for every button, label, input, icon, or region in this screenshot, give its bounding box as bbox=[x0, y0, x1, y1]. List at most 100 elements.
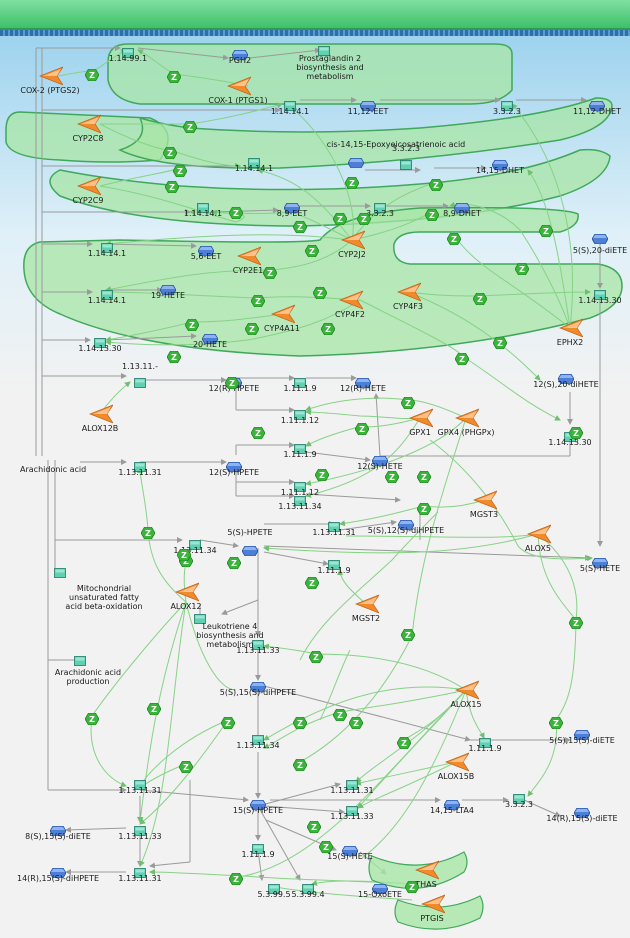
metabolite-label: 8,9-DHET bbox=[443, 209, 481, 218]
reaction-box[interactable] bbox=[294, 477, 306, 492]
arachidonic-acid-label[interactable]: Arachidonic acid bbox=[20, 465, 87, 474]
reaction-box[interactable] bbox=[122, 43, 134, 58]
pathway-link-icon[interactable] bbox=[74, 651, 86, 666]
pathway-link-label[interactable]: Prostaglandin 2 biosynthesis and metabol… bbox=[296, 54, 364, 81]
metabolite-dihpete-1415-icon[interactable] bbox=[49, 863, 67, 879]
reaction-box[interactable] bbox=[346, 775, 358, 790]
gene-ptgis-icon[interactable] bbox=[419, 894, 446, 914]
ec-number-label: 3.3.2.3 bbox=[493, 107, 521, 116]
metabolite-diete-1415-icon[interactable] bbox=[573, 803, 591, 819]
reaction-box[interactable] bbox=[197, 198, 209, 213]
reaction-box[interactable] bbox=[294, 405, 306, 420]
reaction-box[interactable] bbox=[513, 789, 525, 804]
gene-alox15-icon[interactable] bbox=[453, 680, 480, 700]
metabolite-dhet-1112-icon[interactable] bbox=[588, 96, 606, 112]
reaction-box[interactable] bbox=[252, 635, 264, 650]
reaction-box[interactable] bbox=[134, 863, 146, 878]
gene-alox12-icon[interactable] bbox=[173, 582, 200, 602]
pathway-link-label[interactable]: Leukotriene 4 biosynthesis and metabolis… bbox=[196, 622, 264, 649]
reaction-box[interactable] bbox=[374, 198, 386, 213]
metabolite-hete-12s-icon[interactable] bbox=[371, 451, 389, 467]
metabolite-diete-1220-icon[interactable] bbox=[557, 369, 575, 385]
gene-cyp2e1-icon[interactable] bbox=[235, 246, 262, 266]
metabolite-dihpete-515-icon[interactable] bbox=[249, 677, 267, 693]
reaction-box[interactable] bbox=[248, 153, 260, 168]
metabolite-label: 20-HETE bbox=[192, 340, 228, 349]
metabolite-diete-520-icon[interactable] bbox=[591, 229, 609, 245]
reaction-box[interactable] bbox=[252, 730, 264, 745]
reaction-box[interactable] bbox=[284, 96, 296, 111]
reaction-box[interactable] bbox=[134, 457, 146, 472]
gene-label: PTGIS bbox=[420, 914, 444, 923]
reaction-box[interactable] bbox=[501, 96, 513, 111]
metabolite-eet-89-icon[interactable] bbox=[283, 198, 301, 214]
gene-alox15b-icon[interactable] bbox=[443, 752, 470, 772]
metabolite-hpete-12s-icon[interactable] bbox=[225, 457, 243, 473]
reaction-box[interactable] bbox=[134, 775, 146, 790]
gene-cox2-icon[interactable] bbox=[37, 66, 64, 86]
reaction-box[interactable] bbox=[294, 491, 306, 506]
pathway-link-icon[interactable] bbox=[194, 609, 206, 624]
ec-number-label: 1.14.14.1 bbox=[234, 164, 274, 173]
reaction-box[interactable] bbox=[479, 733, 491, 748]
reaction-box[interactable] bbox=[94, 333, 106, 348]
metabolite-diete-515-icon[interactable] bbox=[573, 725, 591, 741]
metabolite-hpete-5s-icon[interactable] bbox=[241, 541, 259, 557]
reaction-box[interactable] bbox=[328, 517, 340, 532]
gene-cyp4f2-icon[interactable] bbox=[337, 290, 364, 310]
reaction-box[interactable] bbox=[328, 555, 340, 570]
gene-cyp2c9-icon[interactable] bbox=[75, 176, 102, 196]
reaction-box[interactable] bbox=[346, 801, 358, 816]
gene-gpx1-icon[interactable] bbox=[407, 408, 434, 428]
metabolite-label: 12(S)-HPETE bbox=[208, 468, 260, 477]
gene-cyp4f3-icon[interactable] bbox=[395, 282, 422, 302]
gene-mgst3-icon[interactable] bbox=[471, 490, 498, 510]
gene-cyp2j2-icon[interactable] bbox=[339, 230, 366, 250]
reaction-box[interactable] bbox=[594, 285, 606, 300]
metabolite-hpete-15s-icon[interactable] bbox=[249, 795, 267, 811]
reaction-box[interactable] bbox=[294, 439, 306, 454]
metabolite-dhet-89-icon[interactable] bbox=[453, 198, 471, 214]
reaction-box[interactable] bbox=[400, 155, 412, 170]
pathway-link-icon[interactable] bbox=[54, 563, 66, 578]
metabolite-oxoete-15-icon[interactable] bbox=[371, 879, 389, 895]
gene-label: CYP2J2 bbox=[338, 250, 366, 259]
gene-mgst2-icon[interactable] bbox=[353, 594, 380, 614]
metabolite-pgh2-icon[interactable] bbox=[231, 45, 249, 61]
metabolite-eet-56-icon[interactable] bbox=[197, 241, 215, 257]
pathway-link-label[interactable]: Mitochondrial unsaturated fatty acid bet… bbox=[65, 584, 143, 611]
gene-alox12b-icon[interactable] bbox=[87, 404, 114, 424]
reaction-box[interactable] bbox=[302, 879, 314, 894]
reaction-box[interactable] bbox=[294, 373, 306, 388]
gene-ephx2-icon[interactable] bbox=[557, 318, 584, 338]
reaction-box[interactable] bbox=[268, 879, 280, 894]
metabolite-hete-5s-icon[interactable] bbox=[591, 553, 609, 569]
reaction-box[interactable] bbox=[101, 285, 113, 300]
metabolite-hete-19-icon[interactable] bbox=[159, 280, 177, 296]
metabolite-hete-15s-icon[interactable] bbox=[341, 841, 359, 857]
metabolite-label: 8(S),15(S)-diETE bbox=[25, 832, 91, 841]
metabolite-ltA4-icon[interactable] bbox=[443, 795, 461, 811]
ec-number-label: 1.11.1.9 bbox=[468, 744, 502, 753]
metabolite-diete-815-icon[interactable] bbox=[49, 821, 67, 837]
metabolite-cis-eps-icon[interactable] bbox=[347, 153, 365, 169]
metabolite-hete-20-icon[interactable] bbox=[201, 329, 219, 345]
metabolite-label: PGH2 bbox=[228, 56, 252, 65]
pathway-link-label[interactable]: Arachidonic acid production bbox=[54, 668, 122, 686]
metabolite-dhet-1415-icon[interactable] bbox=[491, 155, 509, 171]
gene-thas-icon[interactable] bbox=[413, 860, 440, 880]
metabolite-eet-1112-icon[interactable] bbox=[359, 96, 377, 112]
pathway-link-icon[interactable] bbox=[318, 41, 330, 56]
gene-cyp2c8-icon[interactable] bbox=[75, 114, 102, 134]
reaction-box[interactable] bbox=[101, 238, 113, 253]
metabolite-hete-12r-icon[interactable] bbox=[354, 373, 372, 389]
gene-cyp4a11-icon[interactable] bbox=[269, 304, 296, 324]
gene-gpx4-icon[interactable] bbox=[453, 408, 480, 428]
reaction-box[interactable] bbox=[189, 535, 201, 550]
gene-alox5-icon[interactable] bbox=[525, 524, 552, 544]
reaction-box[interactable] bbox=[134, 821, 146, 836]
reaction-box[interactable] bbox=[252, 839, 264, 854]
metabolite-dihpete-512-icon[interactable] bbox=[397, 515, 415, 531]
reaction-box[interactable] bbox=[134, 373, 146, 388]
gene-cox1-icon[interactable] bbox=[225, 76, 252, 96]
